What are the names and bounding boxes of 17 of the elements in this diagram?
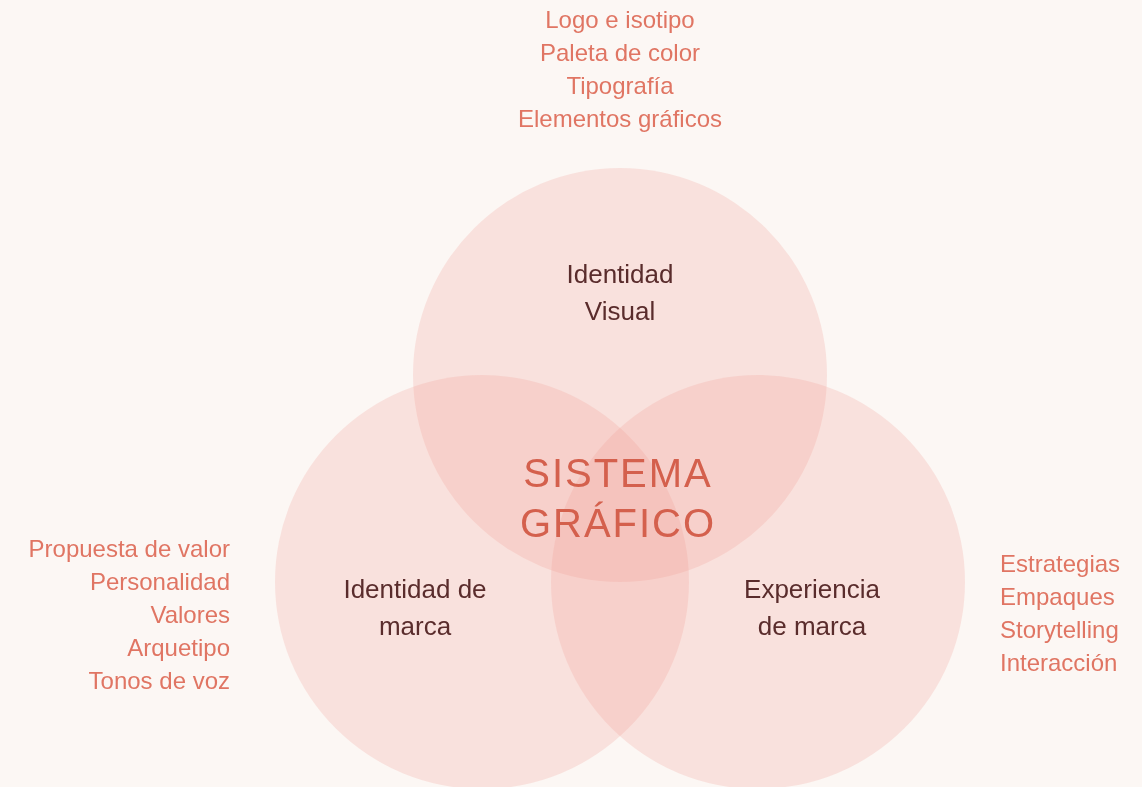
list-item: Empaques: [1000, 582, 1116, 612]
circle-title: Experiencia de marca: [743, 573, 881, 643]
list-item: Tonos de voz: [87, 666, 230, 696]
list-item: Paleta de color: [538, 38, 702, 68]
list-item: Estrategias: [1000, 549, 1122, 579]
list-item: Personalidad: [88, 567, 230, 597]
list-item: Propuesta de valor: [27, 534, 230, 564]
list-item: Storytelling: [1000, 615, 1120, 645]
list-item: Arquetipo: [126, 633, 230, 663]
center-title: SISTEMA GRÁFICO: [518, 450, 718, 547]
circle-title: Identidad Visual: [565, 258, 675, 328]
list-item: Logo e isotipo: [544, 5, 696, 35]
list-item: Elementos gráficos: [516, 104, 724, 134]
list-item: Interacción: [1000, 648, 1119, 678]
circle-title: Identidad de marca: [342, 573, 488, 643]
list-item: Tipografía: [565, 71, 675, 101]
list-item: Valores: [149, 600, 230, 630]
